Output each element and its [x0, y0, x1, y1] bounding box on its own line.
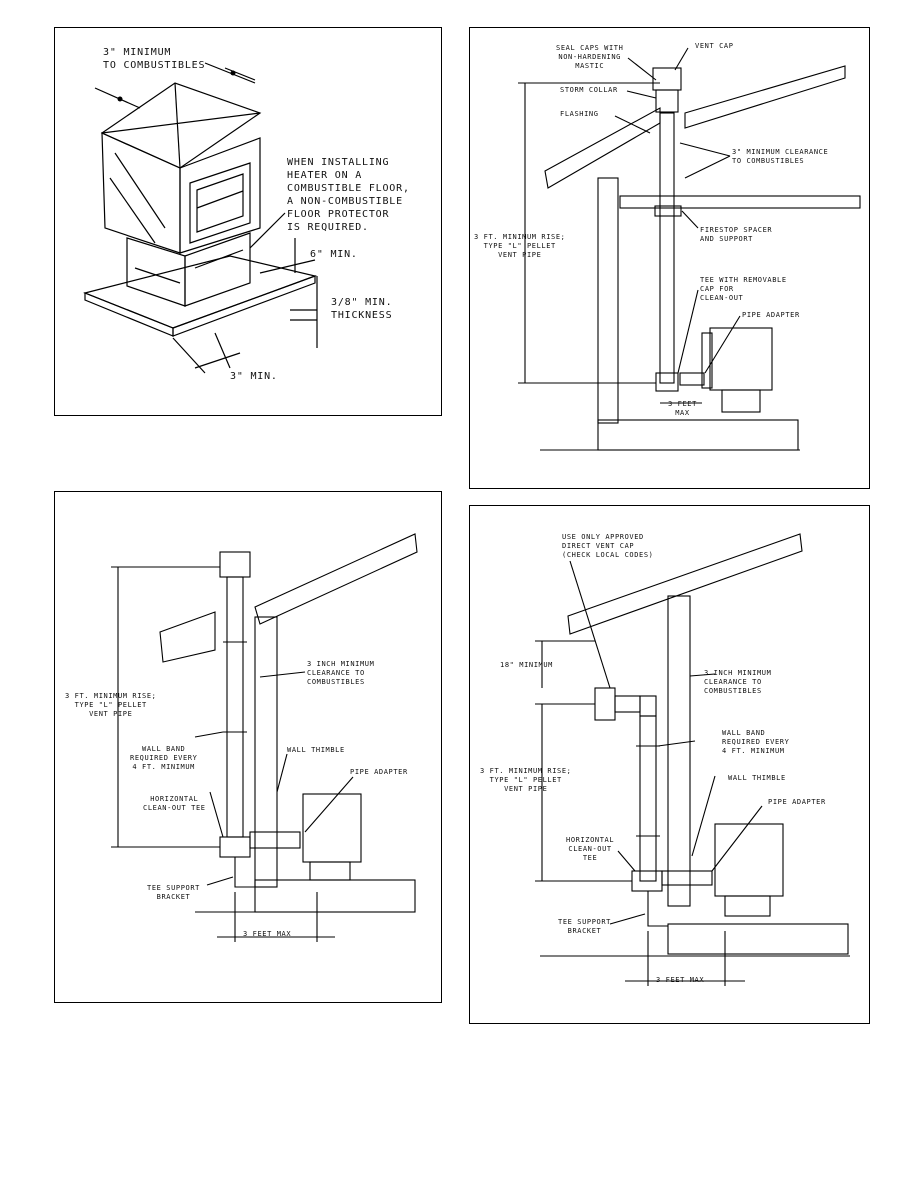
- side-min-label: 6" MIN.: [310, 249, 358, 260]
- support-bracket-label: TEE SUPPORT BRACKET: [147, 884, 200, 901]
- stove-drawing: [83, 62, 318, 374]
- wall-thimble-label: WALL THIMBLE: [728, 774, 786, 782]
- thickness-label: 3/8" MIN. THICKNESS: [331, 297, 393, 321]
- wall-band-label: WALL BAND REQUIRED EVERY 4 FT. MINIMUM: [130, 745, 198, 771]
- rise-label: 3 FT. MINIMUM RISE; TYPE "L" PELLET VENT…: [480, 767, 572, 793]
- cleanout-tee-label: HORIZONTAL CLEAN-OUT TEE: [143, 795, 206, 812]
- rise-label: 3 FT. MINIMUM RISE; TYPE "L" PELLET VENT…: [474, 233, 566, 259]
- support-bracket-label: TEE SUPPORT BRACKET: [558, 918, 611, 935]
- vent-cap-label: VENT CAP: [695, 42, 734, 50]
- seal-caps-label: SEAL CAPS WITH NON-HARDENING MASTIC: [556, 44, 624, 70]
- pipe-adapter-label: PIPE ADAPTER: [742, 311, 800, 319]
- figure-vertical-roof-vent: VENT CAP SEAL CAPS WITH NON-HARDENING MA…: [469, 27, 870, 489]
- min18-label: 18" MINIMUM: [500, 661, 553, 669]
- vent-cap-label: USE ONLY APPROVED DIRECT VENT CAP (CHECK…: [562, 533, 654, 559]
- firestop-label: FIRESTOP SPACER AND SUPPORT: [700, 226, 773, 243]
- cleanout-tee-label: HORIZONTAL CLEAN-OUT TEE: [566, 836, 615, 862]
- wall-thimble-label: WALL THIMBLE: [287, 746, 345, 754]
- floor-protector-note: WHEN INSTALLING HEATER ON A COMBUSTIBLE …: [287, 157, 410, 233]
- wall-band-label: WALL BAND REQUIRED EVERY 4 FT. MINIMUM: [722, 729, 790, 755]
- figure-wall-direct-vent: USE ONLY APPROVED DIRECT VENT CAP (CHECK…: [469, 505, 870, 1024]
- storm-collar-label: STORM COLLAR: [560, 86, 618, 94]
- wall-vertical-drawing: [111, 533, 418, 942]
- clearance-label: 3 INCH MINIMUM CLEARANCE TO COMBUSTIBLES: [704, 669, 772, 695]
- max-label: 3 FEET MAX: [656, 976, 705, 984]
- figure-wall-vertical-vent: 3 INCH MINIMUM CLEARANCE TO COMBUSTIBLES…: [54, 491, 442, 1003]
- roof-vent-drawing: [518, 47, 861, 451]
- figure-stove-clearances: 3" MINIMUM TO COMBUSTIBLES WHEN INSTALLI…: [54, 27, 442, 416]
- max-label: 3 FEET MAX: [668, 400, 697, 417]
- clearance-top-label: 3" MINIMUM TO COMBUSTIBLES: [103, 47, 206, 71]
- front-min-label: 3" MIN.: [230, 371, 278, 382]
- tee-label: TEE WITH REMOVABLE CAP FOR CLEAN-OUT: [700, 276, 787, 302]
- clearance-label: 3" MINIMUM CLEARANCE TO COMBUSTIBLES: [732, 148, 829, 165]
- rise-label: 3 FT. MINIMUM RISE; TYPE "L" PELLET VENT…: [65, 692, 157, 718]
- wall-direct-drawing: [535, 533, 850, 986]
- clearance-label: 3 INCH MINIMUM CLEARANCE TO COMBUSTIBLES: [307, 660, 375, 686]
- flashing-label: FLASHING: [560, 110, 599, 118]
- pipe-adapter-label: PIPE ADAPTER: [350, 768, 408, 776]
- pipe-adapter-label: PIPE ADAPTER: [768, 798, 826, 806]
- max-label: 3 FEET MAX: [243, 930, 292, 938]
